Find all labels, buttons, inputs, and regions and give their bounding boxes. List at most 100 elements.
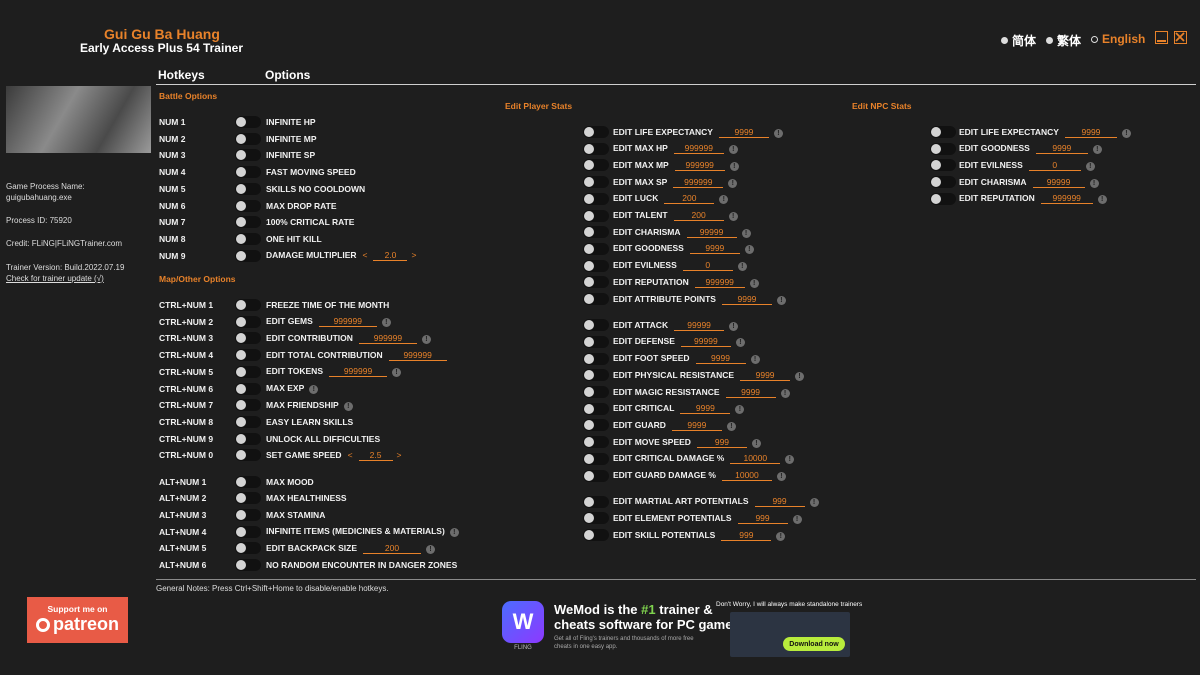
info-icon[interactable]: ! — [750, 355, 760, 365]
toggle-switch[interactable] — [930, 159, 956, 172]
info-icon[interactable]: ! — [1121, 128, 1131, 138]
info-icon[interactable]: ! — [426, 544, 435, 554]
value-input[interactable]: 200 — [363, 543, 421, 554]
toggle-switch[interactable] — [583, 452, 609, 465]
value-input[interactable]: 99999 — [680, 336, 731, 348]
info-icon[interactable]: ! — [780, 388, 790, 398]
toggle-switch[interactable] — [583, 436, 609, 449]
value-input[interactable]: 9999 — [718, 127, 769, 138]
toggle-switch[interactable] — [235, 332, 261, 345]
lang-traditional[interactable]: 繁体 — [1046, 32, 1081, 49]
toggle-switch[interactable] — [583, 293, 609, 305]
toggle-switch[interactable] — [583, 335, 609, 348]
lang-simplified[interactable]: 简体 — [1001, 32, 1036, 49]
toggle-switch[interactable] — [583, 512, 609, 525]
value-input[interactable]: 0 — [1028, 160, 1081, 171]
toggle-switch[interactable] — [235, 432, 261, 445]
wemod-logo-icon[interactable]: W — [502, 601, 544, 643]
toggle-switch[interactable] — [930, 176, 956, 189]
lang-english[interactable]: English — [1091, 32, 1145, 46]
toggle-switch[interactable] — [235, 199, 261, 212]
decrease-arrow-icon[interactable]: < — [347, 449, 353, 460]
toggle-switch[interactable] — [583, 495, 609, 508]
toggle-switch[interactable] — [235, 249, 261, 262]
info-icon[interactable]: ! — [744, 245, 754, 255]
ad-title[interactable]: WeMod is the #1 trainer &cheats software… — [554, 602, 740, 632]
info-icon[interactable]: ! — [381, 318, 391, 328]
info-icon[interactable]: ! — [343, 401, 353, 411]
toggle-switch[interactable] — [583, 242, 609, 255]
toggle-switch[interactable] — [583, 226, 609, 239]
info-icon[interactable]: ! — [728, 212, 738, 221]
value-input[interactable]: 999999 — [388, 350, 447, 361]
toggle-switch[interactable] — [235, 449, 261, 462]
info-icon[interactable]: ! — [392, 368, 401, 378]
toggle-switch[interactable] — [235, 149, 261, 162]
close-button[interactable] — [1174, 31, 1187, 44]
toggle-switch[interactable] — [235, 232, 261, 245]
toggle-switch[interactable] — [235, 365, 261, 378]
info-icon[interactable]: ! — [741, 228, 751, 238]
toggle-switch[interactable] — [583, 402, 609, 415]
update-link[interactable]: Check for trainer update (√) — [6, 274, 104, 283]
info-icon[interactable]: ! — [729, 321, 739, 331]
value-input[interactable]: 99999 — [674, 320, 725, 331]
toggle-switch[interactable] — [583, 142, 609, 155]
value-input[interactable]: 999 — [696, 437, 747, 448]
info-icon[interactable]: ! — [795, 371, 805, 381]
value-input[interactable]: 999 — [754, 496, 805, 508]
toggle-switch[interactable] — [235, 166, 261, 179]
toggle-switch[interactable] — [583, 209, 609, 222]
value-input[interactable]: 2.5 — [358, 450, 393, 461]
value-input[interactable]: 999999 — [674, 160, 725, 171]
decrease-arrow-icon[interactable]: < — [362, 250, 368, 261]
toggle-switch[interactable] — [235, 132, 261, 145]
toggle-switch[interactable] — [583, 419, 609, 432]
value-input[interactable]: 999999 — [358, 333, 417, 344]
info-icon[interactable]: ! — [728, 178, 738, 188]
toggle-switch[interactable] — [583, 159, 609, 172]
toggle-switch[interactable] — [235, 559, 261, 571]
value-input[interactable]: 9999 — [721, 294, 772, 305]
toggle-switch[interactable] — [235, 399, 261, 412]
patreon-button[interactable]: Support me on patreon — [27, 597, 128, 643]
toggle-switch[interactable] — [235, 475, 261, 488]
value-input[interactable]: 9999 — [695, 353, 746, 365]
toggle-switch[interactable] — [235, 382, 261, 395]
toggle-switch[interactable] — [583, 176, 609, 189]
toggle-switch[interactable] — [930, 142, 956, 155]
value-input[interactable]: 999 — [737, 513, 788, 524]
value-input[interactable]: 10000 — [721, 470, 772, 481]
value-input[interactable]: 999999 — [329, 366, 387, 378]
info-icon[interactable]: ! — [719, 195, 729, 205]
value-input[interactable]: 9999 — [680, 403, 731, 415]
info-icon[interactable]: ! — [749, 278, 759, 288]
toggle-switch[interactable] — [583, 259, 609, 272]
info-icon[interactable]: ! — [1089, 178, 1099, 188]
increase-arrow-icon[interactable]: > — [396, 449, 402, 460]
info-icon[interactable]: ! — [1085, 161, 1095, 171]
value-input[interactable]: 999999 — [1040, 193, 1093, 205]
value-input[interactable]: 999999 — [318, 316, 377, 328]
info-icon[interactable]: ! — [751, 438, 761, 448]
toggle-switch[interactable] — [583, 369, 609, 382]
info-icon[interactable]: ! — [1092, 145, 1102, 155]
value-input[interactable]: 200 — [664, 193, 715, 205]
value-input[interactable]: 200 — [673, 210, 724, 221]
toggle-switch[interactable] — [235, 349, 261, 362]
toggle-switch[interactable] — [583, 352, 609, 365]
info-icon[interactable]: ! — [785, 455, 795, 465]
minimize-button[interactable] — [1155, 31, 1168, 44]
value-input[interactable]: 9999 — [725, 387, 776, 398]
value-input[interactable]: 9999 — [1064, 127, 1117, 138]
toggle-switch[interactable] — [930, 192, 956, 205]
value-input[interactable]: 9999 — [1035, 143, 1088, 155]
toggle-switch[interactable] — [235, 182, 261, 195]
toggle-switch[interactable] — [583, 469, 609, 482]
info-icon[interactable]: ! — [776, 295, 786, 305]
toggle-switch[interactable] — [583, 192, 609, 205]
toggle-switch[interactable] — [583, 126, 609, 138]
increase-arrow-icon[interactable]: > — [411, 250, 417, 261]
value-input[interactable]: 99999 — [686, 227, 737, 238]
value-input[interactable]: 999999 — [673, 143, 724, 155]
